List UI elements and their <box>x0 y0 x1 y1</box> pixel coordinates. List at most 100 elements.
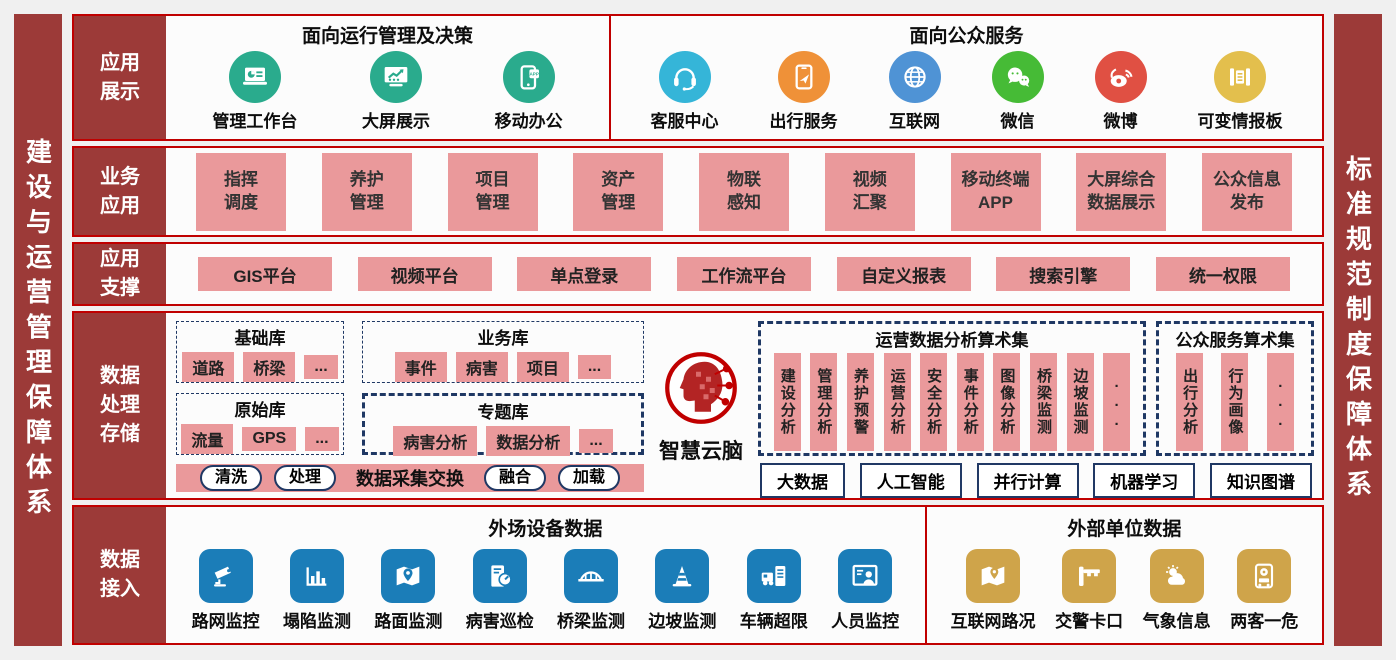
access-item-label: 路面监测 <box>374 611 443 631</box>
library-box-basic: 基础库 道路 桥梁 ... <box>176 321 344 383</box>
tech-box: 知识图谱 <box>1210 463 1312 498</box>
app-item: 管理工作台 <box>212 51 297 132</box>
library-title: 专题库 <box>477 403 529 422</box>
algo-column: 图像分析 <box>993 353 1021 451</box>
access-item: 边坡监测 <box>648 548 717 632</box>
library-chip: GPS <box>242 427 297 451</box>
brain-label: 智慧云脑 <box>659 440 743 463</box>
row-label-access: 数据 接入 <box>74 507 166 643</box>
tech-box: 机器学习 <box>1093 463 1196 498</box>
section-title: 外场设备数据 <box>488 519 603 540</box>
ops-algorithm-box: 运营数据分析算术集 建设分析 管理分析 养护预警 运营分析 安全分析 事件分析 … <box>758 321 1146 456</box>
app-item: 微信 <box>991 51 1044 132</box>
toll-gate-icon <box>1062 548 1117 603</box>
tech-box: 并行计算 <box>976 463 1079 498</box>
access-item-label: 交警卡口 <box>1055 611 1124 631</box>
app-item-label: 出行服务 <box>769 112 838 131</box>
access-item: 路面监测 <box>374 548 443 632</box>
access-item: 车辆超限 <box>739 548 808 632</box>
barchart-icon <box>290 548 345 603</box>
weibo-icon <box>1094 51 1147 103</box>
library-chip: 数据分析 <box>486 426 571 456</box>
library-chip: ... <box>577 355 612 379</box>
app-item: 互联网 <box>888 51 941 132</box>
library-chip: 桥梁 <box>243 352 296 382</box>
library-chip: ... <box>304 355 338 379</box>
algo-column: 建设分析 <box>773 353 801 451</box>
weather-icon <box>1149 548 1204 603</box>
workbench-icon <box>228 51 281 103</box>
section-external-data: 外部单位数据 互联网路况 交警卡口 气象信息 <box>927 507 1322 643</box>
app-item-label: 互联网 <box>889 112 940 131</box>
business-block: 公众信息 发布 <box>1202 152 1292 231</box>
business-block: 移动终端 APP <box>950 152 1041 231</box>
tech-box: 大数据 <box>760 463 845 498</box>
algo-column: ... <box>1266 353 1294 451</box>
data-exchange-bar: 清洗 处理 数据采集交换 融合 加载 <box>176 464 644 492</box>
row-label-business: 业务 应用 <box>74 148 166 235</box>
app-item-label: 微信 <box>1000 112 1035 131</box>
section-title: 面向运行管理及决策 <box>301 26 473 47</box>
support-bar: 视频平台 <box>357 257 492 291</box>
library-box-thematic: 专题库 病害分析 数据分析 ... <box>362 393 644 456</box>
library-chip: 事件 <box>394 352 447 382</box>
left-banner: 建设与运营管理保障体系 <box>14 14 62 646</box>
section-public-service: 面向公众服务 客服中心 出行服务 互联网 <box>611 16 1322 139</box>
app-item-label: 微博 <box>1103 112 1138 131</box>
app-item: 出行服务 <box>770 51 838 132</box>
process-pill: 清洗 <box>199 465 262 491</box>
access-item-label: 边坡监测 <box>648 611 717 631</box>
mobile-office-icon: APP <box>502 51 555 103</box>
gauge-icon <box>472 548 527 603</box>
library-chip: ... <box>305 427 339 451</box>
section-mgmt-decision: 面向运行管理及决策 管理工作台 大屏展示 APP 移动办公 <box>166 16 609 139</box>
access-item: 桥梁监测 <box>557 548 625 632</box>
library-box-business: 业务库 事件 病害 项目 ... <box>362 321 644 383</box>
algo-column: 桥梁监测 <box>1029 353 1057 451</box>
access-item: 互联网路况 <box>951 548 1036 632</box>
library-title: 业务库 <box>477 329 529 348</box>
business-block: 项目 管理 <box>447 152 538 231</box>
tech-box: 人工智能 <box>859 463 962 498</box>
app-item-label: 管理工作台 <box>212 112 298 131</box>
access-item-label: 人员监控 <box>831 611 900 631</box>
left-banner-text: 建设与运营管理保障体系 <box>22 137 53 523</box>
cone-icon <box>655 548 710 603</box>
access-item: 病害巡检 <box>465 548 534 632</box>
row-label-app-display: 应用 展示 <box>74 16 166 139</box>
row-data-processing: 数据 处理 存储 基础库 道路 桥梁 ... 业务库 <box>72 311 1324 500</box>
cctv-icon <box>198 548 253 603</box>
row-business-apps: 业务 应用 指挥 调度 养护 管理 项目 管理 资产 管理 物联 感知 视频 汇… <box>72 146 1324 237</box>
support-bar: 单点登录 <box>517 257 652 291</box>
bus-icon <box>1237 548 1292 603</box>
globe-icon <box>888 51 941 103</box>
algorithm-area: 运营数据分析算术集 建设分析 管理分析 养护预警 运营分析 安全分析 事件分析 … <box>758 321 1314 498</box>
access-item-label: 车辆超限 <box>739 611 808 631</box>
algo-column: 安全分析 <box>920 353 948 451</box>
svg-text:APP: APP <box>529 71 538 76</box>
access-item: 塌陷监测 <box>283 548 351 632</box>
diagram-body: 应用 展示 面向运行管理及决策 管理工作台 大屏展示 APP 移动办公 <box>72 14 1324 646</box>
process-pill: 处理 <box>273 465 336 491</box>
library-chip: 道路 <box>182 352 235 382</box>
section-field-devices: 外场设备数据 路网监控 塌陷监测 路面监测 <box>166 507 925 643</box>
business-block: 物联 感知 <box>699 152 789 231</box>
business-block: 养护 管理 <box>321 152 412 231</box>
person-monitor-icon <box>838 548 893 603</box>
process-pill: 加载 <box>558 465 621 491</box>
support-bar: GIS平台 <box>198 257 332 291</box>
app-item: 大屏展示 <box>362 51 430 132</box>
algo-column: 事件分析 <box>956 353 984 451</box>
library-title: 原始库 <box>234 401 286 420</box>
app-item-label: 可变情报板 <box>1197 112 1283 131</box>
row-app-support: 应用 支撑 GIS平台 视频平台 单点登录 工作流平台 自定义报表 搜索引擎 统… <box>72 242 1324 306</box>
access-item: 两客一危 <box>1230 548 1298 632</box>
algo-column: ... <box>1103 353 1131 451</box>
exchange-title: 数据采集交换 <box>356 469 464 489</box>
section-title: 面向公众服务 <box>909 26 1024 47</box>
library-chip: 流量 <box>181 424 234 454</box>
access-item-label: 病害巡检 <box>465 611 534 631</box>
bigscreen-icon <box>369 51 422 103</box>
business-block: 资产 管理 <box>573 152 664 231</box>
